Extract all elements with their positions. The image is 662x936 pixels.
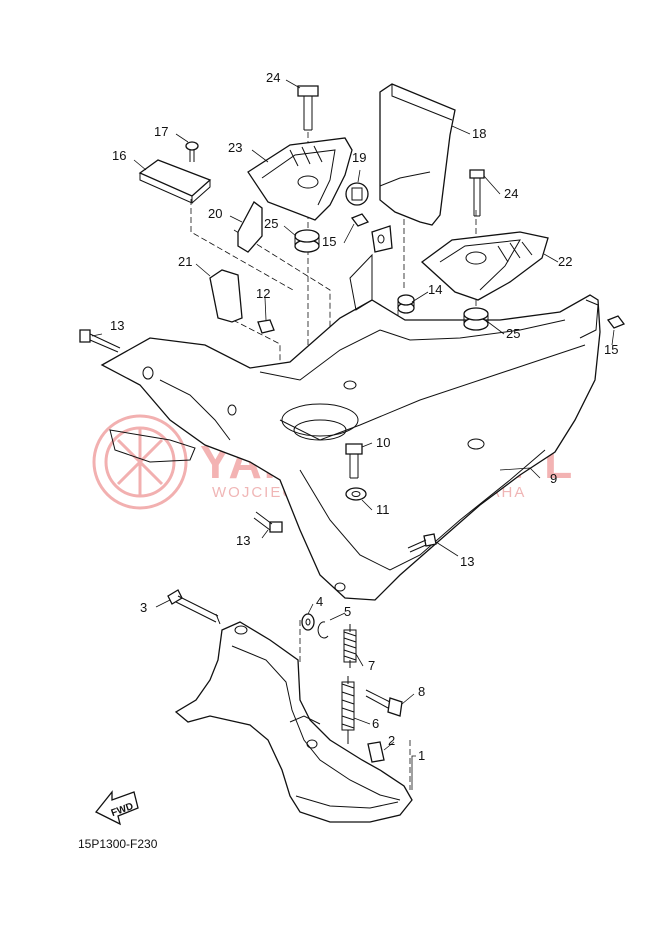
fwd-arrow-icon: FWD <box>94 790 139 826</box>
footrest-pad-part-23 <box>247 137 353 221</box>
callout-9: 9 <box>550 471 557 486</box>
callout-17: 17 <box>154 124 168 139</box>
callout-14: 14 <box>428 282 442 297</box>
bolt-part-8 <box>365 689 403 717</box>
shaft-part-3 <box>167 589 221 625</box>
stopper-part-2 <box>367 741 385 763</box>
screw-13-left <box>79 329 121 353</box>
callout-24-right: 24 <box>504 186 518 201</box>
screw-13-bottom <box>253 511 283 533</box>
bolt-part-10 <box>345 443 363 479</box>
callout-7: 7 <box>368 658 375 673</box>
callout-23: 23 <box>228 140 242 155</box>
callout-5: 5 <box>344 604 351 619</box>
bracket-near-15 <box>371 225 393 253</box>
clip-part-5 <box>317 621 329 639</box>
callout-18: 18 <box>472 126 486 141</box>
callout-3: 3 <box>140 600 147 615</box>
screw-13-right <box>407 533 437 553</box>
callout-15-right: 15 <box>604 342 618 357</box>
callout-25-right: 25 <box>506 326 520 341</box>
callout-8: 8 <box>418 684 425 699</box>
callout-20: 20 <box>208 206 222 221</box>
yamaha-logo-watermark <box>92 414 188 510</box>
callout-11: 11 <box>376 502 390 517</box>
cover-part-16 <box>138 159 212 204</box>
washer-part-4 <box>301 613 315 631</box>
callout-25-left: 25 <box>264 216 278 231</box>
callout-1: 1 <box>418 748 425 763</box>
callout-22: 22 <box>558 254 572 269</box>
callout-21: 21 <box>178 254 192 269</box>
callout-6: 6 <box>372 716 379 731</box>
main-stand-part-1 <box>174 621 413 823</box>
grommet-part-25-right <box>463 307 489 331</box>
leader-lines <box>91 79 615 790</box>
diagram-code: 15P1300-F230 <box>78 837 158 851</box>
washer-part-11 <box>345 487 367 501</box>
screw-part-17 <box>185 141 199 162</box>
callout-13-left: 13 <box>110 318 124 333</box>
callout-24-top: 24 <box>266 70 280 85</box>
callout-16: 16 <box>112 148 126 163</box>
callout-4: 4 <box>316 594 323 609</box>
panel-part-21 <box>209 269 243 323</box>
emblem-part-19 <box>345 182 369 206</box>
callout-15-left: 15 <box>322 234 336 249</box>
footrest-pad-part-22 <box>420 231 549 301</box>
footrest-body-part-9 <box>100 253 601 601</box>
clip-part-12 <box>257 319 275 334</box>
grommet-part-25-left <box>294 229 320 253</box>
plate-part-20 <box>237 201 263 253</box>
bolt-part-24-right <box>469 169 485 217</box>
callout-13-bottom: 13 <box>236 533 250 548</box>
spring-part-6 <box>341 676 355 744</box>
cover-part-18 <box>379 83 456 226</box>
nut-part-15-left <box>350 213 370 227</box>
nut-part-15-right <box>606 315 626 329</box>
callout-19: 19 <box>352 150 366 165</box>
bolt-part-24-top <box>297 85 319 131</box>
grommet-part-14 <box>397 294 415 314</box>
callout-13-right: 13 <box>460 554 474 569</box>
spring-part-7 <box>343 624 357 668</box>
callout-2: 2 <box>388 733 395 748</box>
callout-12: 12 <box>256 286 270 301</box>
callout-10: 10 <box>376 435 390 450</box>
callout-labels: 1 2 3 4 5 6 7 8 9 10 11 12 13 13 13 14 1… <box>110 70 618 763</box>
